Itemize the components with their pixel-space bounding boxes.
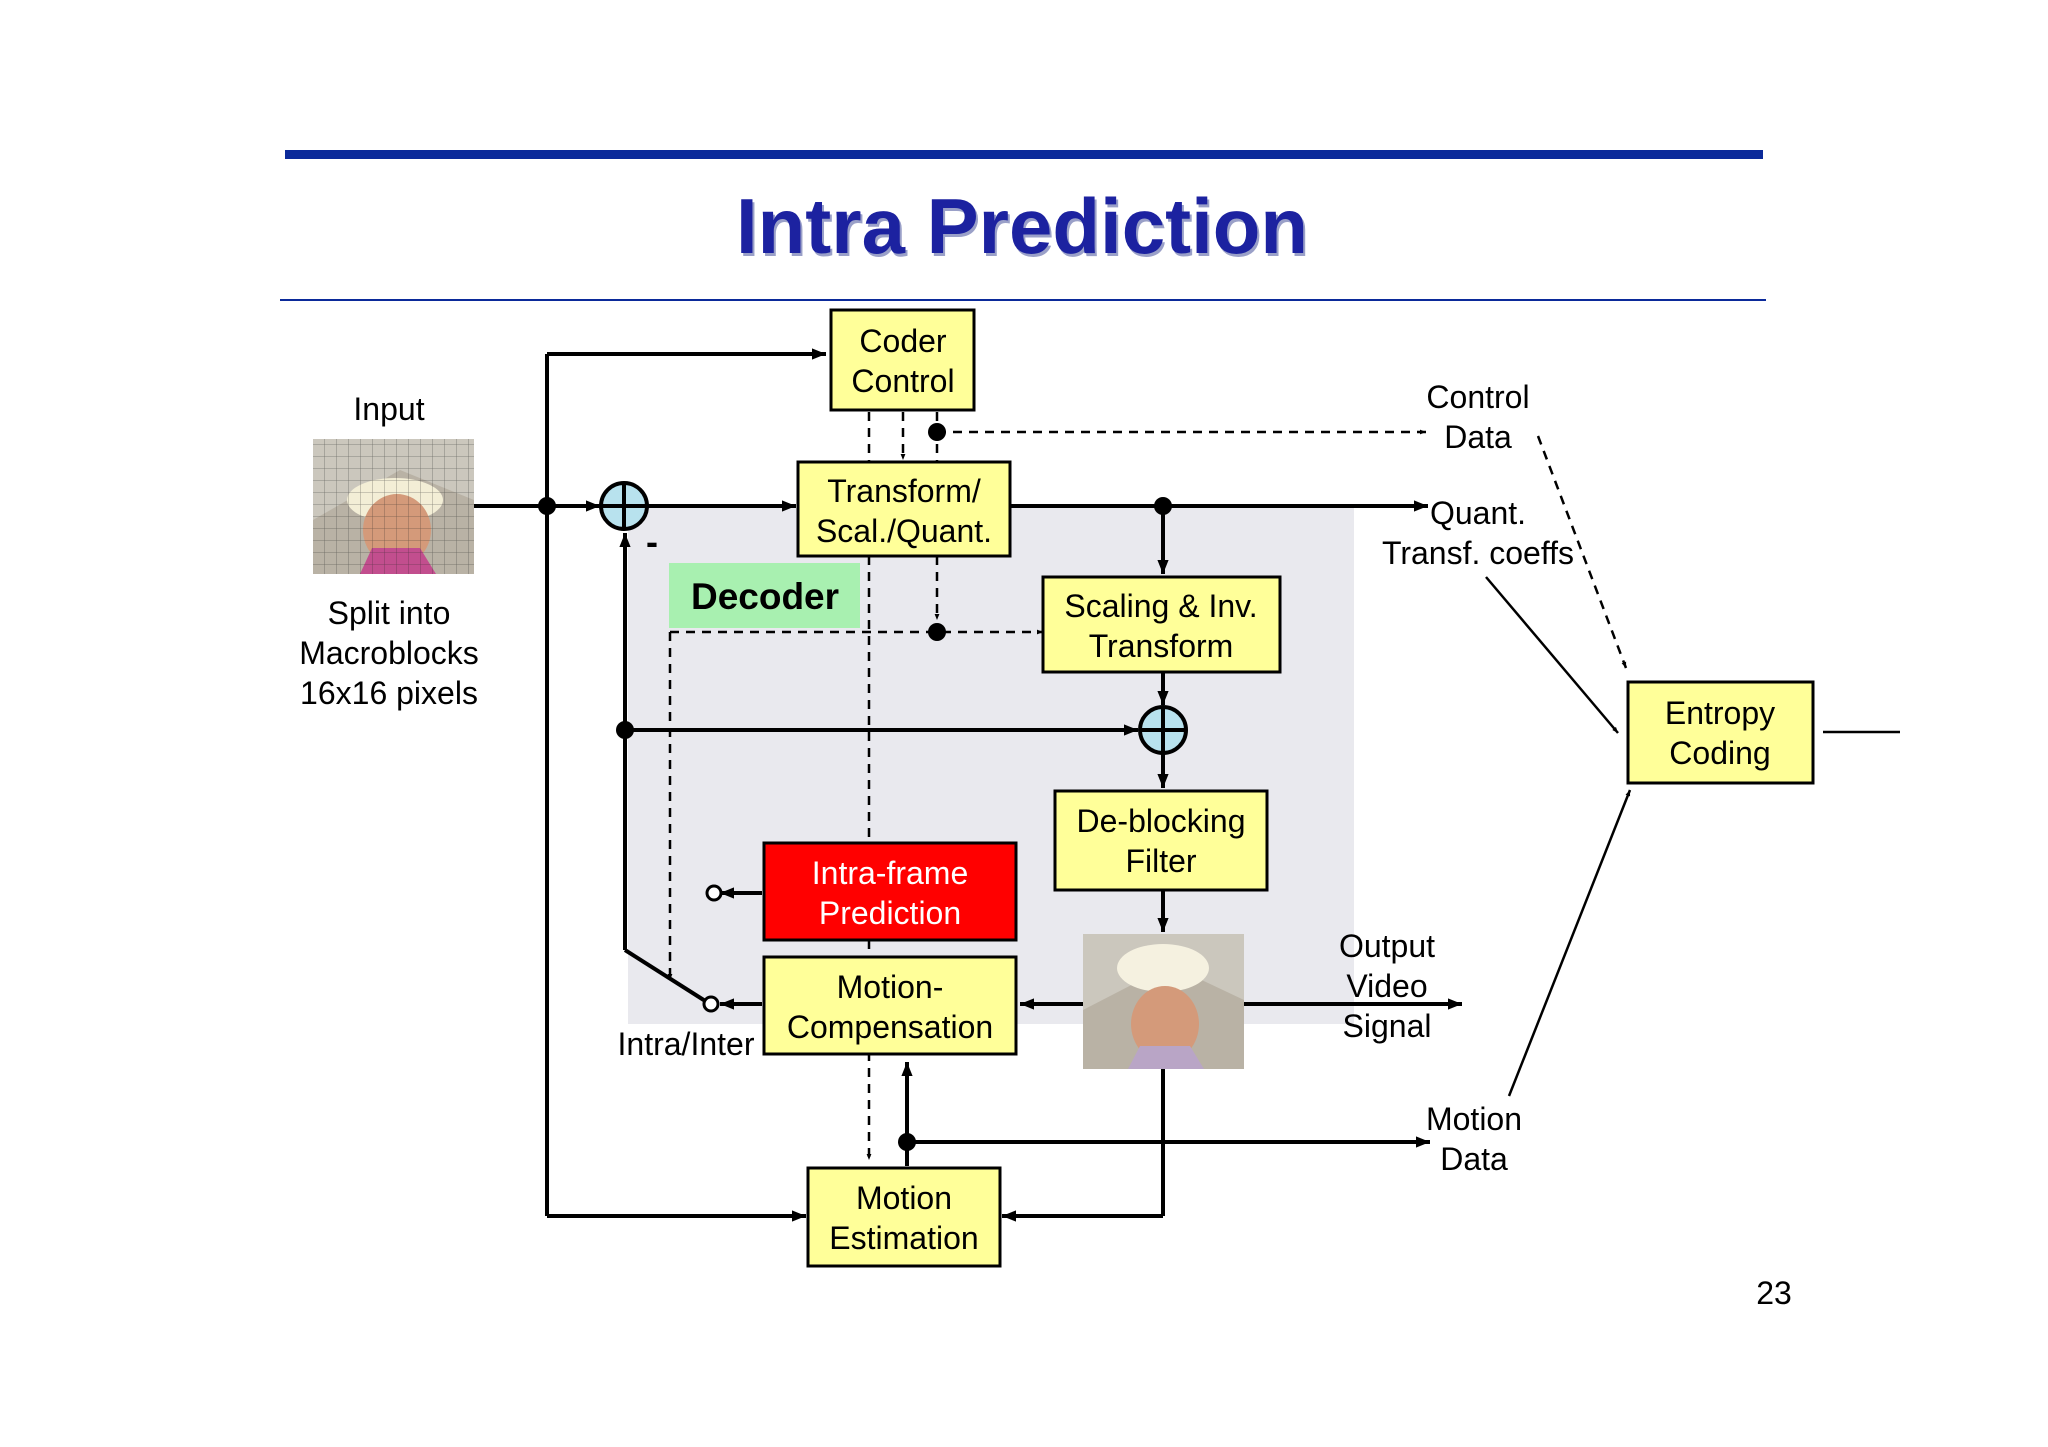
svg-text:Prediction: Prediction [819,895,961,931]
split-caption: Split into Macroblocks 16x16 pixels [299,595,479,711]
svg-text:Motion-: Motion- [837,969,944,1005]
output-video-label: Output Video Signal [1339,928,1435,1044]
svg-text:Output: Output [1339,928,1435,964]
svg-text:Coding: Coding [1669,735,1770,771]
title-top-rule [285,150,1763,159]
intra-inter-label: Intra/Inter [618,1026,755,1062]
coder-control-block: Coder Control [829,308,976,412]
svg-text:Decoder: Decoder [691,576,839,617]
svg-text:Estimation: Estimation [829,1220,978,1256]
scaling-inv-transform-block: Scaling & Inv. Transform [1041,575,1282,674]
adder-input [599,481,649,531]
svg-text:Filter: Filter [1125,843,1196,879]
entropy-inputs [1485,576,1900,1097]
svg-text:Control: Control [1426,379,1529,415]
intra-frame-prediction-block: Intra-frame Prediction [762,841,1018,942]
entropy-coding-block: Entropy Coding [1626,680,1815,785]
input-image [313,439,474,574]
motion-estimation-block: Motion Estimation [806,1166,1002,1268]
output-image [1083,934,1244,1069]
transform-block: Transform/ Scal./Quant. [796,460,1012,558]
svg-text:Compensation: Compensation [787,1009,993,1045]
slide-title: Intra Prediction [736,182,1308,270]
svg-text:Quant.: Quant. [1430,495,1526,531]
svg-text:Transform/: Transform/ [827,473,981,509]
svg-text:Transf. coeffs: Transf. coeffs [1382,535,1574,571]
adder-reconstruction [1138,705,1188,755]
connectors [474,348,1462,1222]
switch-contacts [702,884,723,1013]
svg-text:Scal./Quant.: Scal./Quant. [816,513,992,549]
svg-text:De-blocking: De-blocking [1077,803,1246,839]
minus-sign: - [646,521,658,562]
svg-text:Intra-frame: Intra-frame [812,855,968,891]
svg-text:Scaling & Inv.: Scaling & Inv. [1064,588,1257,624]
svg-text:Control: Control [851,363,954,399]
svg-text:Split into: Split into [328,595,451,631]
svg-text:Entropy: Entropy [1665,695,1775,731]
motion-compensation-block: Motion- Compensation [762,955,1018,1056]
svg-text:16x16 pixels: 16x16 pixels [300,675,478,711]
decoder-label: Decoder [669,563,860,628]
control-data-label: Control Data [1426,379,1529,455]
svg-text:Motion: Motion [856,1180,952,1216]
svg-text:Macroblocks: Macroblocks [299,635,479,671]
junction-dots [538,423,1172,1151]
quant-coeffs-label: Quant. Transf. coeffs [1382,495,1574,571]
svg-text:Coder: Coder [859,323,947,359]
input-label: Input [353,391,424,427]
title-bottom-rule [280,299,1766,301]
svg-text:Motion: Motion [1426,1101,1522,1137]
motion-data-label: Motion Data [1426,1101,1522,1177]
svg-text:Video: Video [1346,968,1427,1004]
svg-text:Signal: Signal [1343,1008,1432,1044]
svg-text:Data: Data [1444,419,1512,455]
deblocking-filter-block: De-blocking Filter [1053,789,1269,892]
svg-text:Transform: Transform [1089,628,1234,664]
svg-text:Data: Data [1440,1141,1508,1177]
slide-title-shadow: Intra Prediction [738,185,1310,273]
page-number: 23 [1756,1275,1792,1311]
